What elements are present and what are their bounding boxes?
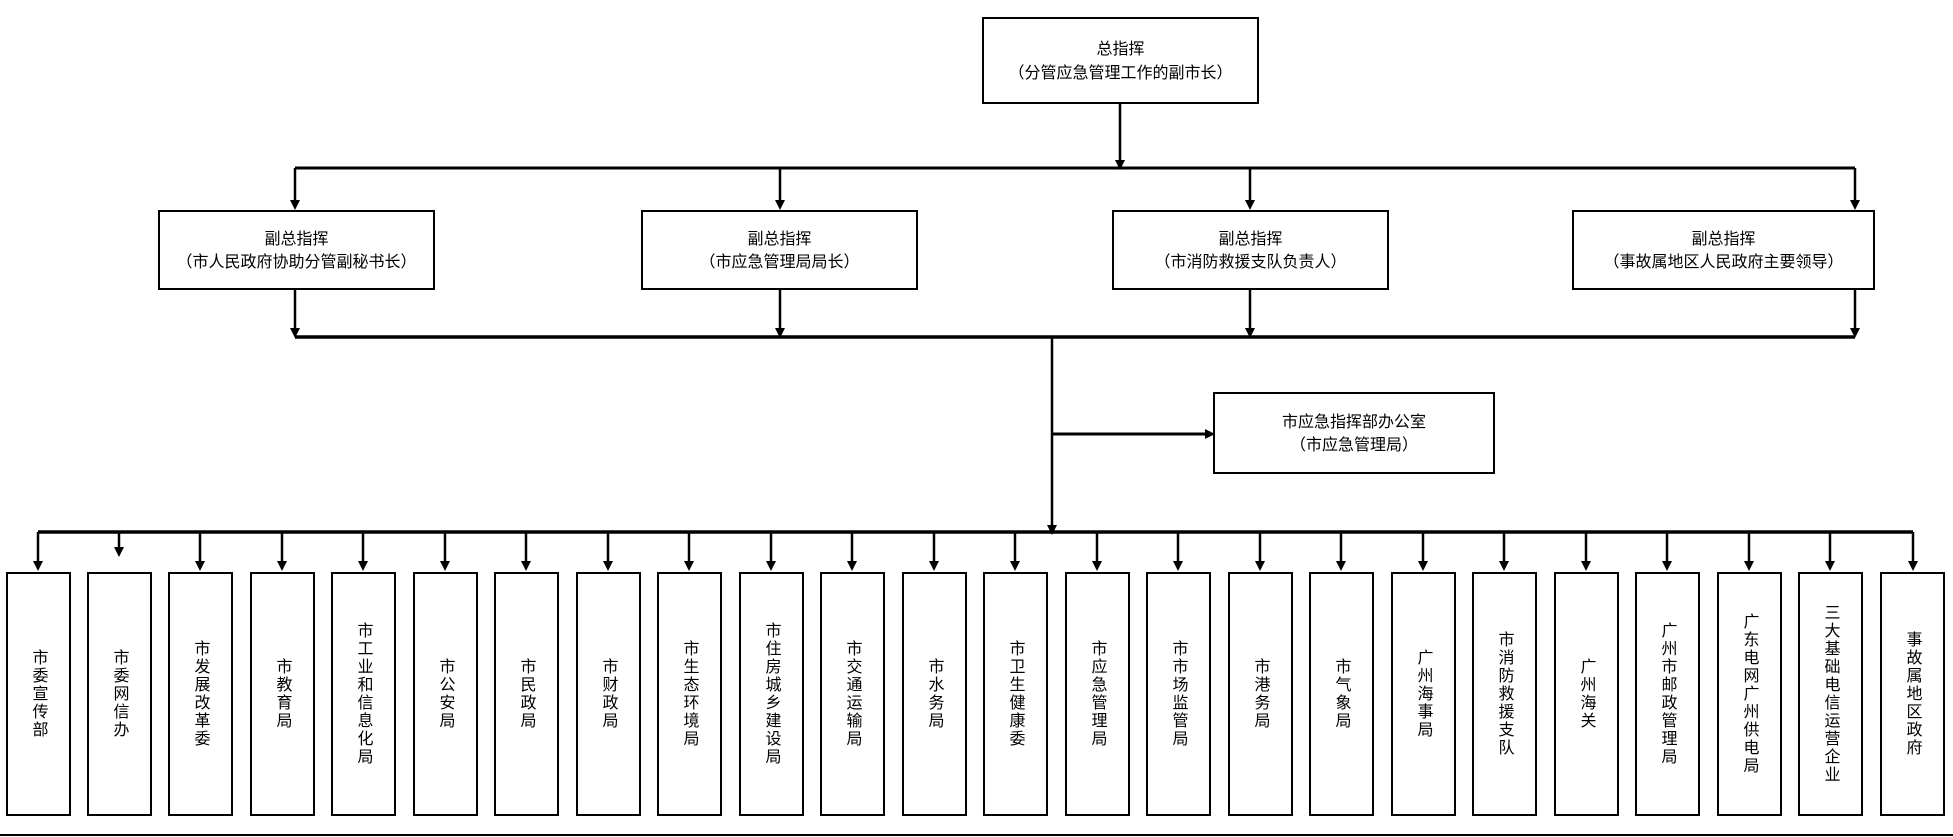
node-commander-label: 总指挥 （分管应急管理工作的副市长） xyxy=(1008,39,1233,82)
node-deputy-commander-1-label: 副总指挥 （市人民政府协助分管副秘书长） xyxy=(176,228,417,271)
node-member-unit-19[interactable]: 市消防救援支队 xyxy=(1472,572,1537,816)
node-member-unit-16[interactable]: 市港务局 xyxy=(1228,572,1293,816)
node-member-unit-6[interactable]: 市公安局 xyxy=(413,572,478,816)
node-member-unit-24-label: 事故属地区政府 xyxy=(1903,631,1923,757)
node-member-unit-23-label: 三大基础电信运营企业 xyxy=(1821,604,1841,784)
node-member-unit-17-label: 市气象局 xyxy=(1332,658,1352,730)
node-member-unit-7[interactable]: 市民政局 xyxy=(494,572,559,816)
node-member-unit-15-label: 市市场监管局 xyxy=(1169,640,1189,748)
node-member-unit-21-label: 广州市邮政管理局 xyxy=(1658,622,1678,766)
node-member-unit-24[interactable]: 事故属地区政府 xyxy=(1880,572,1945,816)
node-deputy-commander-3-label: 副总指挥 （市消防救援支队负责人） xyxy=(1154,228,1347,271)
node-member-unit-13[interactable]: 市卫生健康委 xyxy=(983,572,1048,816)
node-member-unit-20-label: 广州海关 xyxy=(1577,658,1597,730)
node-deputy-commander-2-label: 副总指挥 （市应急管理局局长） xyxy=(699,228,860,271)
node-member-unit-5-label: 市工业和信息化局 xyxy=(354,622,374,766)
node-deputy-commander-3[interactable]: 副总指挥 （市消防救援支队负责人） xyxy=(1112,210,1389,290)
node-deputy-commander-4-label: 副总指挥 （事故属地区人民政府主要领导） xyxy=(1603,228,1844,271)
node-member-unit-10[interactable]: 市住房城乡建设局 xyxy=(739,572,804,816)
node-member-unit-14-label: 市应急管理局 xyxy=(1088,640,1108,748)
bottom-rule xyxy=(0,834,1953,836)
node-member-unit-18-label: 广州海事局 xyxy=(1414,649,1434,739)
node-deputy-commander-4[interactable]: 副总指挥 （事故属地区人民政府主要领导） xyxy=(1572,210,1875,290)
node-member-unit-15[interactable]: 市市场监管局 xyxy=(1146,572,1211,816)
node-member-unit-7-label: 市民政局 xyxy=(517,658,537,730)
node-member-unit-3-label: 市发展改革委 xyxy=(191,640,211,748)
node-deputy-commander-2[interactable]: 副总指挥 （市应急管理局局长） xyxy=(641,210,918,290)
node-member-unit-11-label: 市交通运输局 xyxy=(843,640,863,748)
node-member-unit-1-label: 市委宣传部 xyxy=(29,649,49,739)
node-member-unit-2-label: 市委网信办 xyxy=(110,649,130,739)
node-member-unit-17[interactable]: 市气象局 xyxy=(1309,572,1374,816)
node-member-unit-12[interactable]: 市水务局 xyxy=(902,572,967,816)
node-member-unit-19-label: 市消防救援支队 xyxy=(1495,631,1515,757)
node-member-unit-8[interactable]: 市财政局 xyxy=(576,572,641,816)
node-member-unit-6-label: 市公安局 xyxy=(436,658,456,730)
node-member-unit-14[interactable]: 市应急管理局 xyxy=(1065,572,1130,816)
node-member-unit-22[interactable]: 广东电网广州供电局 xyxy=(1717,572,1782,816)
node-member-unit-21[interactable]: 广州市邮政管理局 xyxy=(1635,572,1700,816)
node-member-unit-16-label: 市港务局 xyxy=(1251,658,1271,730)
node-member-unit-11[interactable]: 市交通运输局 xyxy=(820,572,885,816)
node-member-unit-4-label: 市教育局 xyxy=(273,658,293,730)
node-deputy-commander-1[interactable]: 副总指挥 （市人民政府协助分管副秘书长） xyxy=(158,210,435,290)
node-member-unit-1[interactable]: 市委宣传部 xyxy=(6,572,71,816)
node-member-unit-10-label: 市住房城乡建设局 xyxy=(762,622,782,766)
node-member-unit-9[interactable]: 市生态环境局 xyxy=(657,572,722,816)
node-emergency-command-office-label: 市应急指挥部办公室 （市应急管理局） xyxy=(1281,411,1426,454)
node-member-unit-22-label: 广东电网广州供电局 xyxy=(1740,613,1760,775)
node-member-unit-9-label: 市生态环境局 xyxy=(680,640,700,748)
node-emergency-command-office[interactable]: 市应急指挥部办公室 （市应急管理局） xyxy=(1213,392,1495,474)
node-member-unit-5[interactable]: 市工业和信息化局 xyxy=(331,572,396,816)
node-member-unit-2[interactable]: 市委网信办 xyxy=(87,572,152,816)
node-member-unit-23[interactable]: 三大基础电信运营企业 xyxy=(1798,572,1863,816)
node-member-unit-18[interactable]: 广州海事局 xyxy=(1391,572,1456,816)
node-member-unit-4[interactable]: 市教育局 xyxy=(250,572,315,816)
node-member-unit-20[interactable]: 广州海关 xyxy=(1554,572,1619,816)
node-member-unit-3[interactable]: 市发展改革委 xyxy=(168,572,233,816)
node-commander[interactable]: 总指挥 （分管应急管理工作的副市长） xyxy=(982,17,1259,104)
node-member-unit-12-label: 市水务局 xyxy=(925,658,945,730)
node-member-unit-13-label: 市卫生健康委 xyxy=(1006,640,1026,748)
node-member-unit-8-label: 市财政局 xyxy=(599,658,619,730)
